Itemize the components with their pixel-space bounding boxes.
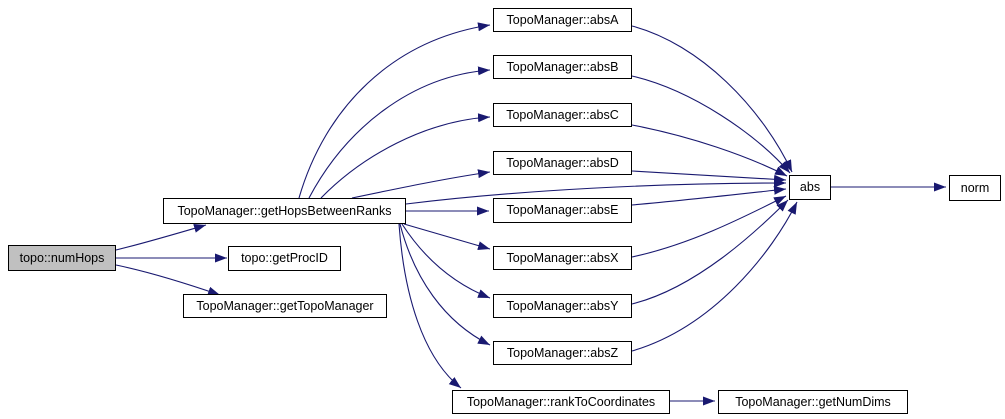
node-label: TopoManager::absC [506, 107, 619, 122]
node-absA[interactable]: TopoManager::absA [493, 8, 632, 32]
node-getNumDims[interactable]: TopoManager::getNumDims [718, 390, 908, 414]
node-absD[interactable]: TopoManager::absD [493, 151, 632, 175]
edge-absY-to-abs [631, 199, 789, 305]
node-label: TopoManager::getHopsBetweenRanks [177, 203, 392, 218]
node-absE[interactable]: TopoManager::absE [493, 198, 632, 223]
node-label: topo::getProcID [241, 251, 328, 266]
node-label: TopoManager::absD [506, 155, 619, 170]
node-label: TopoManager::absB [506, 59, 619, 74]
edge-getHopsBetweenRanks-to-absB [308, 66, 491, 199]
node-abs[interactable]: abs [789, 175, 831, 200]
edge-absA-to-abs [631, 25, 793, 173]
edge-numHops-to-getHopsBetweenRanks [115, 224, 207, 251]
edge-numHops-to-getTopoManager [115, 264, 221, 296]
edge-getHopsBetweenRanks-to-absY [401, 223, 491, 299]
node-numHops: topo::numHops [8, 245, 116, 271]
node-label: TopoManager::getNumDims [735, 394, 891, 409]
edge-group [115, 22, 946, 406]
node-getTopoManager[interactable]: TopoManager::getTopoManager [183, 294, 387, 318]
edge-absZ-to-abs [631, 201, 798, 352]
node-label: norm [960, 180, 990, 195]
node-absZ[interactable]: TopoManager::absZ [493, 341, 632, 365]
edge-getHopsBetweenRanks-to-absD [351, 169, 491, 199]
node-label: topo::numHops [19, 250, 105, 265]
node-label: TopoManager::absZ [506, 345, 619, 360]
node-label: TopoManager::rankToCoordinates [466, 394, 656, 409]
node-norm[interactable]: norm [949, 175, 1001, 201]
node-label: TopoManager::absX [506, 250, 619, 265]
node-absX[interactable]: TopoManager::absX [493, 246, 632, 270]
edge-absB-to-abs [631, 75, 791, 174]
node-getProcID[interactable]: topo::getProcID [228, 246, 341, 271]
node-label: abs [799, 180, 821, 195]
node-absY[interactable]: TopoManager::absY [493, 294, 632, 318]
node-label: TopoManager::absE [506, 203, 619, 218]
edge-getHopsBetweenRanks-to-rankToCoordinates [398, 223, 462, 389]
edge-getHopsBetweenRanks-to-absX [403, 223, 491, 251]
edge-absE-to-abs [631, 185, 787, 206]
edge-getHopsBetweenRanks-to-abs [405, 178, 787, 205]
node-rankToCoordinates[interactable]: TopoManager::rankToCoordinates [452, 390, 670, 414]
edge-getHopsBetweenRanks-to-absZ [399, 223, 491, 346]
edge-getHopsBetweenRanks-to-absC [320, 113, 491, 199]
edge-getHopsBetweenRanks-to-absA [298, 22, 491, 199]
node-label: TopoManager::getTopoManager [196, 298, 374, 313]
edge-absD-to-abs [631, 170, 787, 184]
node-absB[interactable]: TopoManager::absB [493, 55, 632, 79]
node-label: TopoManager::absY [506, 298, 619, 313]
edge-absC-to-abs [631, 124, 788, 177]
node-label: TopoManager::absA [506, 12, 619, 27]
edge-absX-to-abs [631, 195, 787, 258]
node-absC[interactable]: TopoManager::absC [493, 103, 632, 127]
node-getHopsBetweenRanks[interactable]: TopoManager::getHopsBetweenRanks [163, 198, 406, 224]
